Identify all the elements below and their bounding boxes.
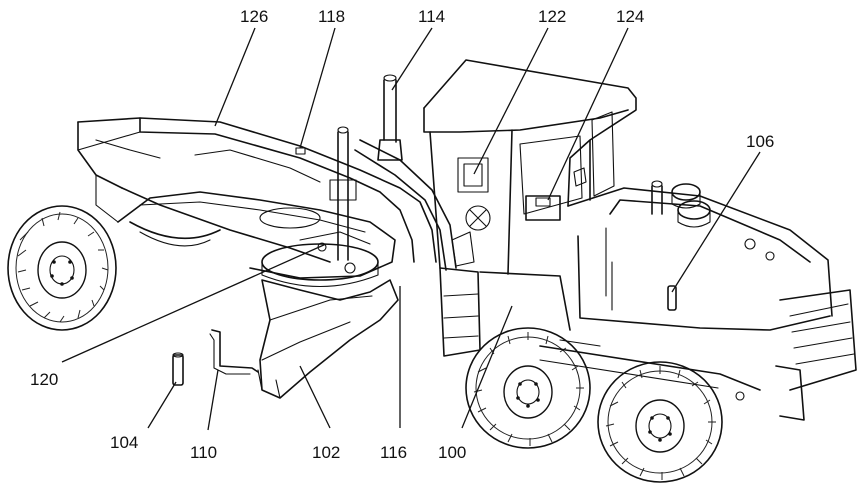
- label-104: 104: [110, 433, 138, 452]
- engine-hood: [567, 187, 857, 421]
- label-120: 120: [30, 370, 58, 389]
- rear-wheel-2: [597, 361, 723, 483]
- label-126: 126: [240, 7, 268, 26]
- access-steps: [439, 267, 571, 357]
- front-wheel-rear: [129, 221, 221, 247]
- tandem-axle: [539, 339, 761, 401]
- drawbar-circle: [117, 191, 396, 288]
- label-100: 100: [438, 443, 466, 462]
- label-118: 118: [318, 7, 345, 26]
- part-118-box: [295, 147, 306, 155]
- leader-lines: [61, 27, 761, 431]
- rear-wheel-1: [465, 327, 591, 449]
- label-116: 116: [380, 443, 407, 462]
- label-110: 110: [190, 443, 217, 462]
- part-106-marker: [667, 285, 677, 311]
- air-cleaners: [651, 180, 711, 228]
- label-114: 114: [418, 7, 445, 26]
- reference-labels: 126 118 114 122 124 106 120 104 110 102 …: [30, 7, 774, 462]
- label-106: 106: [746, 132, 774, 151]
- sensor-part-104: [172, 352, 184, 386]
- tool-part-110: [209, 329, 259, 375]
- front-wheel: [7, 205, 117, 331]
- label-122: 122: [538, 7, 566, 26]
- label-102: 102: [312, 443, 340, 462]
- lift-cylinders: [329, 74, 457, 271]
- moldboard-blade: [257, 279, 399, 399]
- operator-cab: [423, 59, 637, 275]
- label-124: 124: [616, 7, 644, 26]
